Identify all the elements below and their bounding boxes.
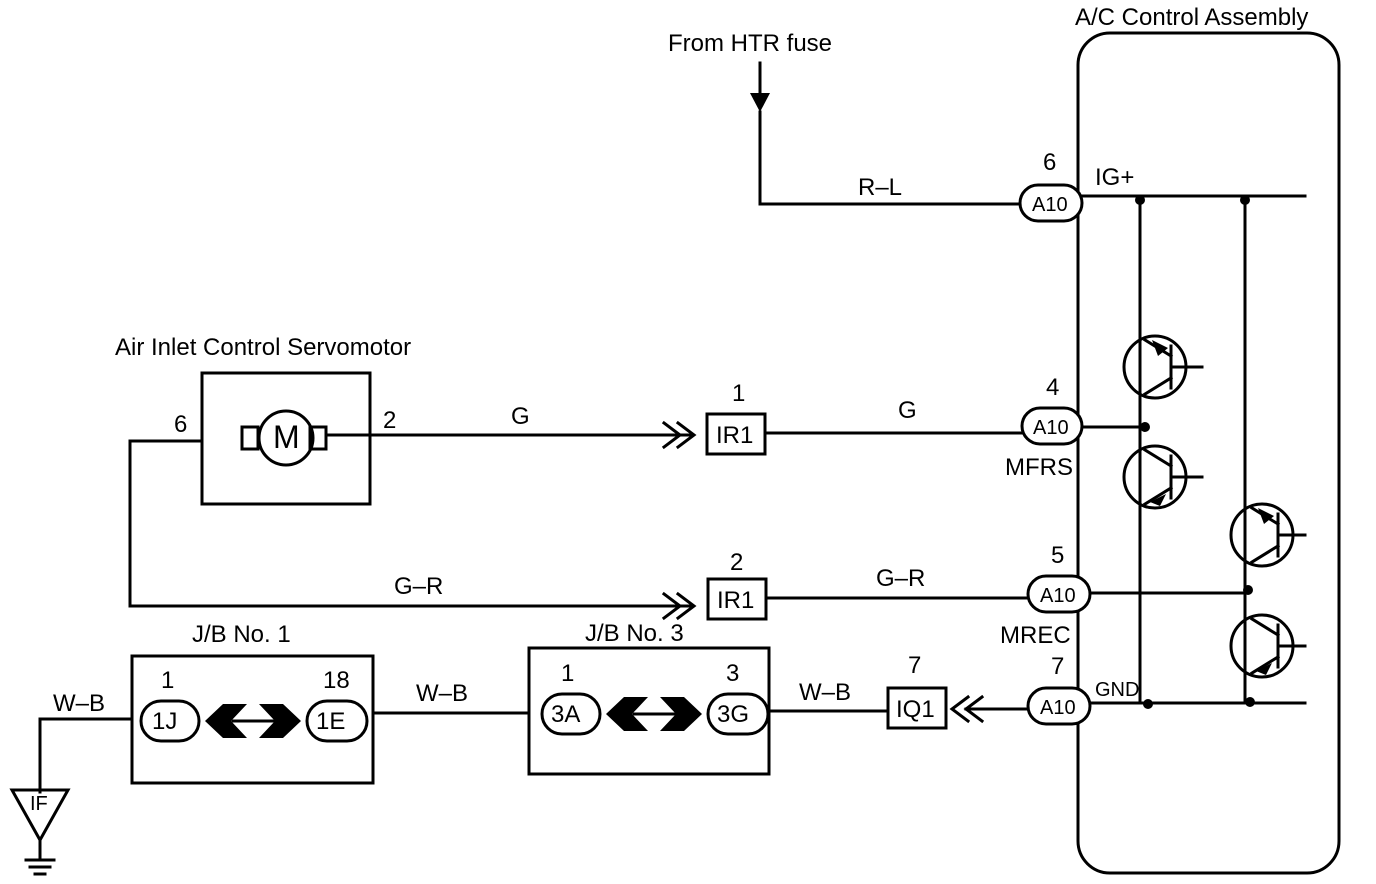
ac-control-assembly-box bbox=[1076, 31, 1341, 875]
a10-pin6-number: 6 bbox=[1043, 149, 1056, 176]
a10-pin7-label: A10 bbox=[1040, 697, 1076, 719]
mfrs-label: MFRS bbox=[1005, 454, 1073, 481]
transistor-3-icon bbox=[1229, 502, 1307, 568]
wire-label-g-r-left: G–R bbox=[394, 573, 443, 600]
ig-plus-label: IG+ bbox=[1095, 164, 1134, 191]
a10-pin6-label: A10 bbox=[1032, 194, 1068, 216]
wire-r-l bbox=[758, 110, 1022, 206]
wire-g-r-left bbox=[128, 439, 692, 608]
fuse-arrow-icon bbox=[750, 61, 770, 112]
jb1-left-label: 1J bbox=[152, 708, 177, 735]
ir1-pin1-number: 1 bbox=[732, 380, 745, 407]
ir1-pin2-number: 2 bbox=[730, 549, 743, 576]
wire-w-b-ground bbox=[38, 717, 134, 794]
iq1-connector bbox=[886, 686, 948, 730]
jb1-right-label: 1E bbox=[316, 708, 345, 735]
a10-pin4-number: 4 bbox=[1046, 374, 1059, 401]
jb1-title: J/B No. 1 bbox=[192, 621, 291, 648]
a10-pin4-label: A10 bbox=[1033, 417, 1069, 439]
wire-label-w-b-ground: W–B bbox=[53, 690, 105, 717]
jb3-left-connector bbox=[540, 692, 602, 736]
a10-pin7-connector bbox=[1026, 686, 1092, 726]
iq1-label: IQ1 bbox=[896, 696, 935, 723]
ir1-pin1-label: IR1 bbox=[716, 422, 753, 449]
jb3-link-icon bbox=[606, 697, 702, 731]
jb3-title: J/B No. 3 bbox=[585, 620, 684, 647]
wire-label-w-b-jb: W–B bbox=[416, 680, 468, 707]
ac-control-assembly-title: A/C Control Assembly bbox=[1075, 4, 1308, 31]
servomotor-pin2: 2 bbox=[383, 407, 396, 434]
motor-icon bbox=[240, 409, 328, 467]
a10-pin5-label: A10 bbox=[1040, 585, 1076, 607]
mrec-label: MREC bbox=[1000, 622, 1071, 649]
wire-label-g-right: G bbox=[898, 397, 917, 424]
jb3-right-pin: 3 bbox=[726, 660, 739, 687]
jb3-right-label: 3G bbox=[717, 701, 749, 728]
ir1-pin1-terminal-icon bbox=[661, 420, 697, 450]
htr-fuse-label: From HTR fuse bbox=[668, 30, 832, 57]
a10-pin7-number: 7 bbox=[1051, 653, 1064, 680]
gnd-label: GND bbox=[1095, 679, 1139, 701]
servomotor-pin6: 6 bbox=[174, 411, 187, 438]
jb3-left-label: 3A bbox=[551, 701, 580, 728]
ir1-pin2-terminal-icon bbox=[661, 591, 697, 621]
jb3-left-pin: 1 bbox=[561, 660, 574, 687]
a10-pin5-number: 5 bbox=[1051, 542, 1064, 569]
transistor-2-icon bbox=[1122, 444, 1204, 510]
jb1-right-connector bbox=[305, 699, 369, 743]
wire-label-g-r-right: G–R bbox=[876, 565, 925, 592]
jb1-left-pin: 1 bbox=[161, 667, 174, 694]
wire-label-w-b-iq1: W–B bbox=[799, 679, 851, 706]
ground-label: IF bbox=[30, 793, 48, 815]
iq1-pin-number: 7 bbox=[908, 652, 921, 679]
ground-symbol-icon bbox=[9, 788, 71, 876]
servomotor-box bbox=[200, 371, 372, 506]
a10-pin5-connector bbox=[1026, 574, 1092, 614]
wire-label-r-l: R–L bbox=[858, 174, 902, 201]
jb3-right-connector bbox=[706, 692, 770, 736]
jb1-left-connector bbox=[139, 699, 201, 743]
jb1-link-icon bbox=[205, 704, 301, 738]
wire-label-g-left: G bbox=[511, 403, 530, 430]
motor-label: M bbox=[273, 419, 300, 455]
servomotor-title: Air Inlet Control Servomotor bbox=[115, 334, 411, 361]
a10-pin6-connector bbox=[1018, 183, 1084, 223]
transistor-1-icon bbox=[1122, 334, 1204, 400]
ir1-pin2-label: IR1 bbox=[717, 587, 754, 614]
transistor-4-icon bbox=[1229, 613, 1307, 679]
a10-pin4-connector bbox=[1020, 406, 1084, 446]
jb1-right-pin: 18 bbox=[323, 667, 350, 694]
